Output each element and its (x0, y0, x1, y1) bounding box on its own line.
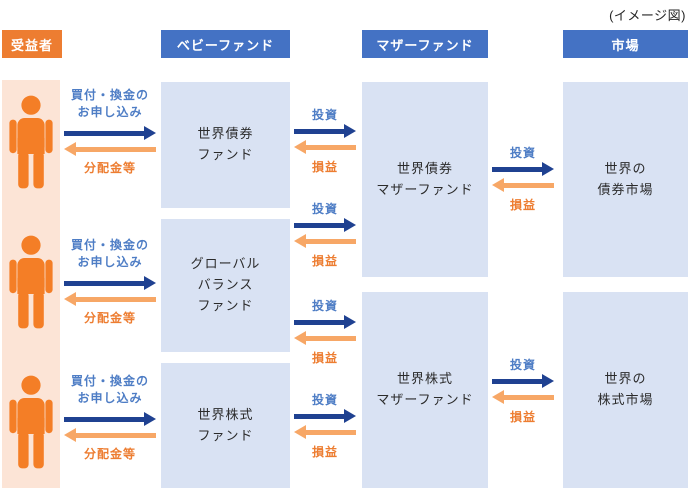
arrow-right-icon (492, 162, 554, 176)
box-label-line: マザーファンド (376, 392, 474, 407)
invest-label: 投資 (311, 108, 338, 122)
arrow-right-icon (492, 374, 554, 388)
profit-loss-label: 損益 (311, 160, 338, 174)
invest-label: 投資 (311, 393, 338, 407)
box-baby-bond-fund: 世界債券 ファンド (161, 82, 290, 208)
box-label-line: ファンド (197, 427, 254, 443)
flow-apply-balance-fund: 買付・換金の お申し込み 分配金等 (64, 236, 156, 326)
person-icon (7, 372, 55, 472)
arrow-left-icon (294, 425, 356, 439)
box-bond-market: 世界の 債券市場 (563, 82, 688, 277)
distribution-label: 分配金等 (83, 447, 136, 461)
flow-invest-bond-mother-to-market: 投資 損益 (492, 144, 554, 212)
box-equity-market: 世界の 株式市場 (563, 292, 688, 488)
arrow-left-icon (64, 292, 156, 306)
arrow-left-icon (64, 428, 156, 442)
arrow-left-icon (294, 140, 356, 154)
box-mother-equity-fund: 世界株式 マザーファンド (362, 292, 488, 488)
arrow-left-icon (492, 390, 554, 404)
box-baby-balance-fund: グローバル バランス ファンド (161, 219, 290, 352)
invest-label: 投資 (311, 202, 338, 216)
flow-invest-balance-to-equity-mother: 投資 損益 (294, 297, 356, 365)
arrow-left-icon (64, 142, 156, 156)
box-label-line: ファンド (197, 147, 254, 162)
arrow-right-icon (294, 315, 356, 329)
header-baby-fund: ベビーファンド (161, 30, 290, 58)
arrow-left-icon (294, 234, 356, 248)
arrow-right-icon (294, 218, 356, 232)
box-label-line: グローバル (190, 256, 261, 272)
invest-label: 投資 (509, 358, 536, 372)
invest-label: 投資 (509, 146, 536, 160)
box-label-line: 世界債券 (396, 160, 453, 176)
apply-label-line2: お申し込み (77, 105, 143, 119)
box-label-line: 世界株式 (396, 371, 453, 387)
arrow-left-icon (294, 331, 356, 345)
box-label-line: 株式市場 (597, 392, 654, 407)
profit-loss-label: 損益 (311, 254, 338, 268)
box-label-line: 世界株式 (197, 406, 254, 422)
apply-label-line2: お申し込み (77, 391, 143, 405)
box-label-line: マザーファンド (376, 181, 474, 197)
box-baby-equity-fund: 世界株式 ファンド (161, 363, 290, 488)
box-mother-bond-fund: 世界債券 マザーファンド (362, 82, 488, 277)
arrow-right-icon (64, 126, 156, 140)
invest-label: 投資 (311, 299, 338, 313)
arrow-left-icon (492, 178, 554, 192)
apply-label-line1: 買付・換金の (70, 374, 149, 388)
flow-invest-balance-to-bond-mother: 投資 損益 (294, 200, 356, 268)
apply-label-line2: お申し込み (77, 255, 143, 269)
header-beneficiary: 受益者 (2, 30, 62, 58)
arrow-right-icon (294, 124, 356, 138)
flow-invest-bond-baby-to-mother: 投資 損益 (294, 106, 356, 174)
box-label-line: 世界の (604, 160, 647, 176)
profit-loss-label: 損益 (509, 198, 536, 212)
apply-label-line1: 買付・換金の (70, 238, 149, 252)
box-label-line: 世界債券 (197, 126, 254, 142)
box-label-line: 債券市場 (597, 181, 654, 197)
flow-invest-equity-mother-to-market: 投資 損益 (492, 356, 554, 424)
profit-loss-label: 損益 (311, 445, 338, 459)
header-market: 市場 (563, 30, 688, 58)
distribution-label: 分配金等 (83, 311, 136, 325)
profit-loss-label: 損益 (509, 410, 536, 424)
profit-loss-label: 損益 (311, 351, 338, 365)
box-label-line: 世界の (604, 371, 647, 387)
distribution-label: 分配金等 (83, 161, 136, 175)
apply-label-line1: 買付・換金の (70, 88, 149, 102)
flow-apply-equity-fund: 買付・換金の お申し込み 分配金等 (64, 372, 156, 462)
box-label-line: バランス (197, 277, 254, 293)
arrow-right-icon (294, 409, 356, 423)
box-label-line: ファンド (197, 297, 254, 313)
flow-apply-bond-fund: 買付・換金の お申し込み 分配金等 (64, 86, 156, 176)
person-icon (7, 232, 55, 332)
image-note: (イメージ図) (609, 8, 686, 23)
header-mother-fund: マザーファンド (362, 30, 488, 58)
person-icon (7, 92, 55, 192)
arrow-right-icon (64, 412, 156, 426)
arrow-right-icon (64, 276, 156, 290)
flow-invest-equity-baby-to-mother: 投資 損益 (294, 391, 356, 459)
